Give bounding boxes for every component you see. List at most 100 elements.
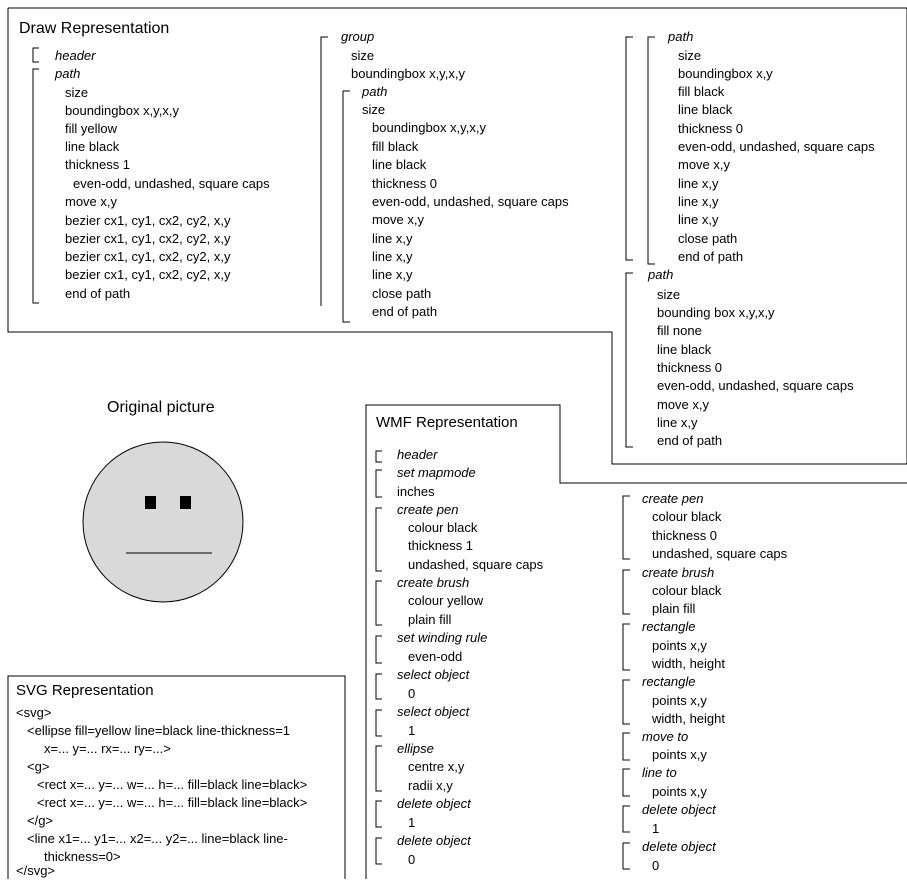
original-title: Original picture [107, 399, 215, 416]
draw-c3a-10: line x,y [678, 212, 719, 227]
draw-c3a-7: move x,y [678, 157, 731, 172]
draw-c2-2: boundingbox x,y,x,y [351, 66, 465, 81]
bracket-header [32, 47, 39, 63]
wmf-c1-19: delete object [397, 796, 471, 811]
bracket-col3-inner [647, 36, 655, 265]
draw-c3a-5: thickness 0 [678, 121, 744, 136]
wmf-c2-14: points x,y [652, 747, 707, 762]
wmf-c1-9: plain fill [408, 612, 452, 627]
draw-c1-2: size [65, 85, 89, 100]
wmf-c2-19: delete object [642, 839, 716, 854]
wmf-c2-2: thickness 0 [652, 528, 718, 543]
draw-c1-1: path [55, 66, 81, 81]
wmf-c2-12: width, height [652, 711, 725, 726]
draw-c3b-4: line black [657, 342, 712, 357]
right-eye [180, 496, 191, 509]
bracket-group [320, 36, 328, 306]
bracket-path [32, 68, 39, 304]
wmf-c2-11: points x,y [652, 693, 707, 708]
wmf-c1-8: colour yellow [408, 593, 484, 608]
wmf-c1-14: select object [397, 704, 470, 719]
draw-c2-1: size [351, 48, 375, 63]
draw-c3b-7: move x,y [657, 397, 710, 412]
draw-c1-12: bezier cx1, cy1, cx2, cy2, x,y [65, 267, 231, 282]
wmf-c2-4: create brush [642, 565, 715, 580]
wmf-c2-5: colour black [652, 583, 722, 598]
wmf-c1-6: undashed, square caps [408, 557, 544, 572]
draw-c3b-9: end of path [657, 433, 723, 448]
wmf-c2-18: 1 [652, 821, 660, 836]
wmf-c1-4: colour black [408, 520, 478, 535]
draw-c1-0: header [55, 48, 96, 63]
draw-c1-9: bezier cx1, cy1, cx2, cy2, x,y [65, 213, 231, 228]
wmf-c1-17: centre x,y [408, 759, 465, 774]
wmf-c2-20: 0 [652, 858, 660, 873]
draw-c3b-5: thickness 0 [657, 360, 723, 375]
wmf-c2-17: delete object [642, 802, 716, 817]
draw-c2-7: line black [372, 157, 427, 172]
draw-c3b-8: line x,y [657, 415, 698, 430]
draw-c3b-1: size [657, 287, 681, 302]
draw-c1-5: line black [65, 139, 120, 154]
draw-c3a-9: line x,y [678, 194, 719, 209]
bracket-col3-outer [625, 36, 633, 261]
draw-c3a-3: fill black [678, 84, 725, 99]
draw-c1-7: even-odd, undashed, square caps [73, 176, 270, 191]
draw-c3a-0: path [668, 29, 694, 44]
wmf-c1-10: set winding rule [397, 630, 488, 645]
wmf-c1-1: set mapmode [397, 465, 476, 480]
draw-c1-13: end of path [65, 286, 131, 301]
wmf-c2-15: line to [642, 765, 677, 780]
wmf-c2-6: plain fill [652, 601, 696, 616]
wmf-c1-11: even-odd [408, 649, 463, 664]
wmf-c1-7: create brush [397, 575, 470, 590]
wmf-c1-5: thickness 1 [408, 538, 474, 553]
face-ellipse [82, 441, 244, 603]
wmf-c2-9: width, height [652, 656, 725, 671]
draw-c3b-6: even-odd, undashed, square caps [657, 378, 854, 393]
draw-c1-4: fill yellow [65, 121, 118, 136]
draw-c2-6: fill black [372, 139, 419, 154]
wmf-c1-15: 1 [408, 723, 416, 738]
wmf-c2-0: create pen [642, 491, 704, 506]
draw-c3a-4: line black [678, 102, 733, 117]
draw-c1-6: thickness 1 [65, 157, 131, 172]
wmf-c2-8: points x,y [652, 638, 707, 653]
draw-c2-11: line x,y [372, 231, 413, 246]
draw-c3a-2: boundingbox x,y [678, 66, 773, 81]
draw-c2-15: end of path [372, 304, 438, 319]
wmf-c1-0: header [397, 447, 438, 462]
wmf-c1-18: radii x,y [408, 778, 453, 793]
wmf-c2-10: rectangle [642, 674, 696, 689]
bracket-inner-path [342, 90, 350, 323]
wmf-c1-12: select object [397, 667, 470, 682]
wmf-c1-2: inches [397, 484, 435, 499]
draw-c3b-3: fill none [657, 323, 702, 338]
svg-title: SVG Representation [16, 682, 154, 699]
draw-c2-3: path [362, 84, 388, 99]
wmf-c2-13: move to [642, 729, 689, 744]
draw-frame [7, 7, 907, 465]
wmf-c2-3: undashed, square caps [652, 546, 788, 561]
draw-c2-4: size [362, 102, 386, 117]
wmf-c1-22: 0 [408, 852, 416, 867]
draw-c1-3: boundingbox x,y,x,y [65, 103, 179, 118]
draw-c3a-11: close path [678, 231, 738, 246]
wmf-c1-20: 1 [408, 815, 416, 830]
draw-c3a-12: end of path [678, 249, 744, 264]
draw-c2-10: move x,y [372, 212, 425, 227]
draw-c3a-1: size [678, 48, 702, 63]
draw-c2-14: close path [372, 286, 432, 301]
wmf-c1-13: 0 [408, 686, 416, 701]
draw-c3b-2: bounding box x,y,x,y [657, 305, 775, 320]
wmf-c2-16: points x,y [652, 784, 707, 799]
draw-c1-11: bezier cx1, cy1, cx2, cy2, x,y [65, 249, 231, 264]
draw-c3a-8: line x,y [678, 176, 719, 191]
wmf-c2-7: rectangle [642, 619, 696, 634]
wmf-title: WMF Representation [376, 414, 518, 431]
draw-c3a-6: even-odd, undashed, square caps [678, 139, 875, 154]
wmf-c1-16: ellipse [397, 741, 434, 756]
bracket-col3b [625, 272, 633, 448]
draw-c1-8: move x,y [65, 194, 118, 209]
